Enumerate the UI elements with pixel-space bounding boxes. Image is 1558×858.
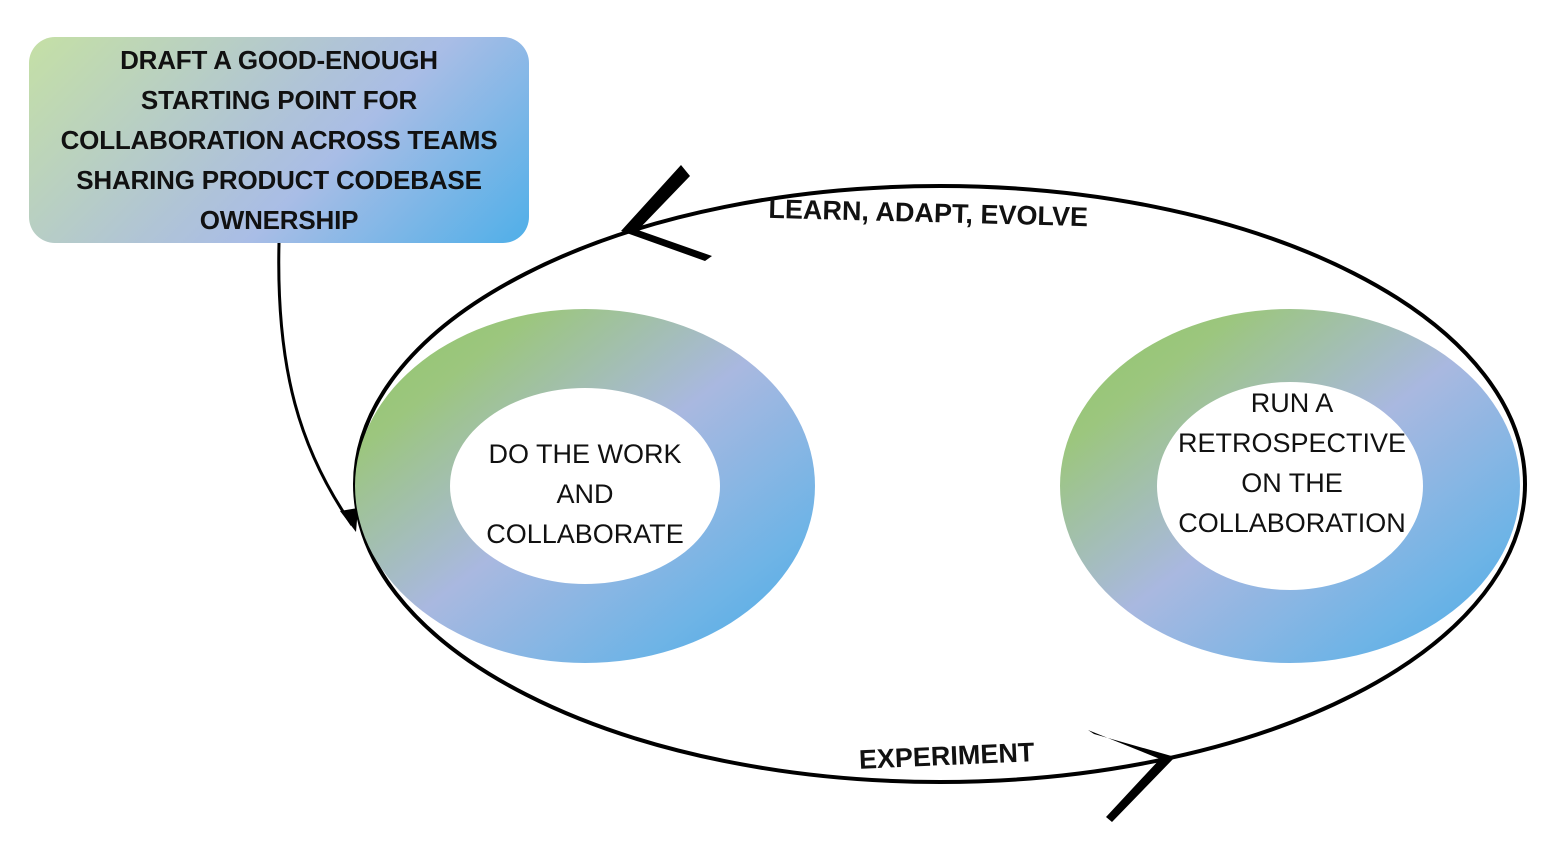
loop-label-top: LEARN, ADAPT, EVOLVE (768, 194, 1088, 232)
loop-label-bottom: EXPERIMENT (858, 737, 1035, 775)
start-box-text: DRAFT A GOOD-ENOUGH STARTING POINT FOR C… (61, 40, 498, 240)
start-box-line: SHARING PRODUCT CODEBASE (76, 165, 482, 195)
node-retrospective (1060, 309, 1520, 663)
chevron-right-icon (1088, 730, 1175, 822)
node-retrospective-line: ON THE (1241, 468, 1343, 498)
start-box: DRAFT A GOOD-ENOUGH STARTING POINT FOR C… (29, 37, 529, 243)
chevron-left-icon (621, 165, 712, 261)
start-box-line: STARTING POINT FOR (140, 85, 418, 115)
entry-connector (277, 242, 354, 526)
start-box-line: DRAFT A GOOD-ENOUGH (120, 45, 438, 75)
node-do-work-label: DO THE WORK AND COLLABORATE (455, 434, 715, 554)
start-box-line: OWNERSHIP (199, 205, 359, 235)
node-retrospective-line: COLLABORATION (1178, 508, 1406, 538)
node-do-work-line: DO THE WORK (488, 439, 682, 469)
node-retrospective-line: RUN A (1250, 388, 1334, 418)
node-do-work-line: AND (556, 479, 614, 509)
node-retrospective-line: RETROSPECTIVE (1177, 428, 1407, 458)
node-do-work (355, 309, 815, 663)
node-do-work-line: COLLABORATE (486, 519, 684, 549)
start-box-line: COLLABORATION ACROSS TEAMS (60, 125, 498, 155)
node-retrospective-label: RUN A RETROSPECTIVE ON THE COLLABORATION (1160, 383, 1424, 543)
arrowhead-down-icon (340, 508, 358, 532)
cycle-loop (353, 184, 1527, 784)
